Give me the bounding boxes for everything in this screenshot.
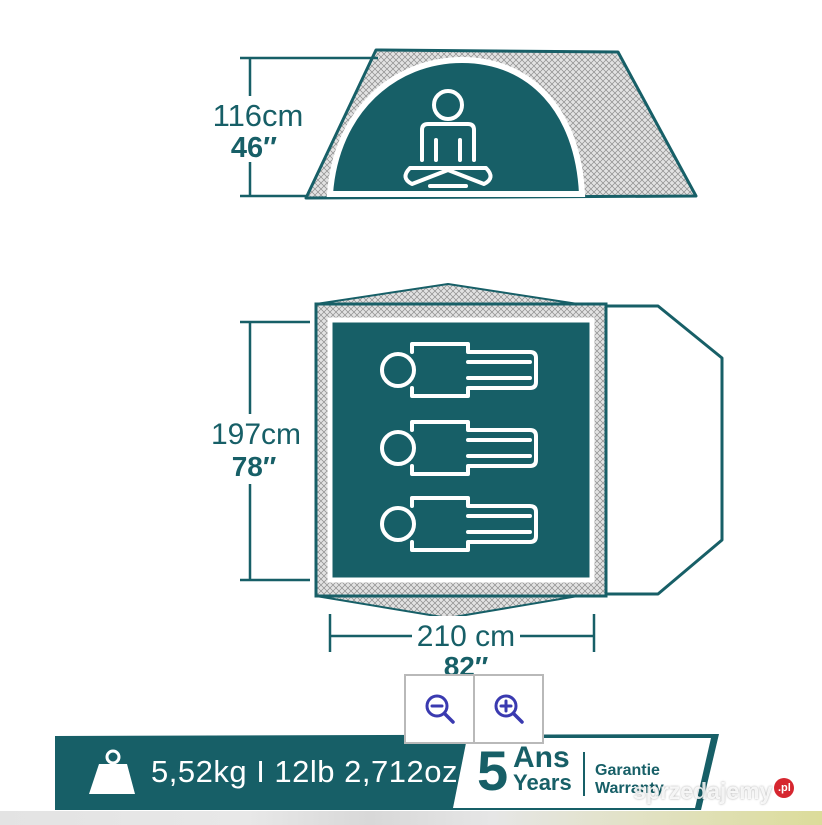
zoom-in-icon: [494, 694, 524, 724]
height-dimension: 116cm 46″: [212, 56, 378, 198]
sleeper-icon: [380, 420, 538, 476]
watermark-text: sprzedajemy: [633, 778, 773, 804]
zoom-in-button[interactable]: [473, 676, 542, 742]
sleeper-icon: [380, 496, 538, 552]
warranty-ans-label: Ans: [513, 741, 570, 774]
length-metric-label: 197cm: [211, 418, 301, 451]
warranty-separator: [583, 752, 585, 796]
warranty-garantie-label: Garantie: [595, 762, 660, 779]
spec-banner: 5,52kg I 12lb 2,712oz 5 Ans Years Garant…: [55, 730, 719, 812]
watermark: sprzedajemy.pl: [633, 778, 795, 805]
length-imperial-label: 78″: [232, 451, 277, 482]
width-metric-label: 210 cm: [417, 620, 515, 653]
warranty-years-block: Ans Years: [513, 741, 572, 795]
zoom-controls: [404, 674, 544, 744]
warranty-years-label: Years: [513, 770, 572, 795]
banner-shape: [55, 734, 719, 810]
weight-label: 5,52kg I 12lb 2,712oz: [151, 754, 458, 789]
height-metric-label: 116cm: [213, 98, 304, 133]
tent-top-view: [314, 283, 724, 619]
warranty-number: 5: [477, 739, 509, 802]
bottom-strip: [0, 811, 822, 825]
tent-side-view: [304, 48, 698, 200]
watermark-badge: .pl: [774, 778, 795, 798]
width-dimension: 210 cm 82″: [328, 614, 596, 682]
sitting-person-icon: [403, 89, 493, 188]
height-imperial-label: 46″: [231, 132, 277, 164]
zoom-out-button[interactable]: [406, 676, 473, 742]
sleeper-icons: [380, 342, 538, 552]
warranty-text-block: Garantie Warranty: [595, 762, 664, 798]
sleeper-icon: [380, 342, 538, 398]
weight-icon: [89, 749, 135, 794]
length-dimension: 197cm 78″: [211, 320, 310, 582]
zoom-out-icon: [425, 694, 455, 724]
warranty-warranty-label: Warranty: [595, 780, 664, 797]
